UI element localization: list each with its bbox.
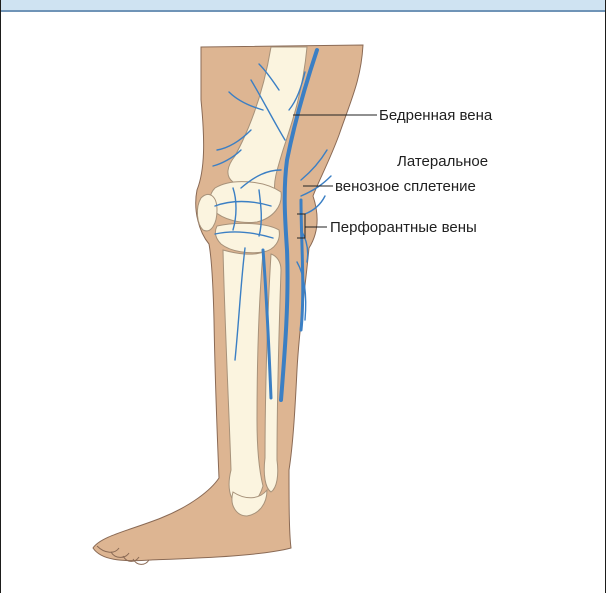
label-perforating-veins: Перфорантные вены [330, 219, 477, 236]
label-lateral-plexus-1: Латеральное [397, 153, 488, 170]
label-femoral-vein: Бедренная вена [379, 107, 493, 124]
saphenous-vein [301, 200, 303, 330]
patella-bone [197, 194, 217, 230]
label-lateral-plexus-2: венозное сплетение [335, 178, 476, 195]
